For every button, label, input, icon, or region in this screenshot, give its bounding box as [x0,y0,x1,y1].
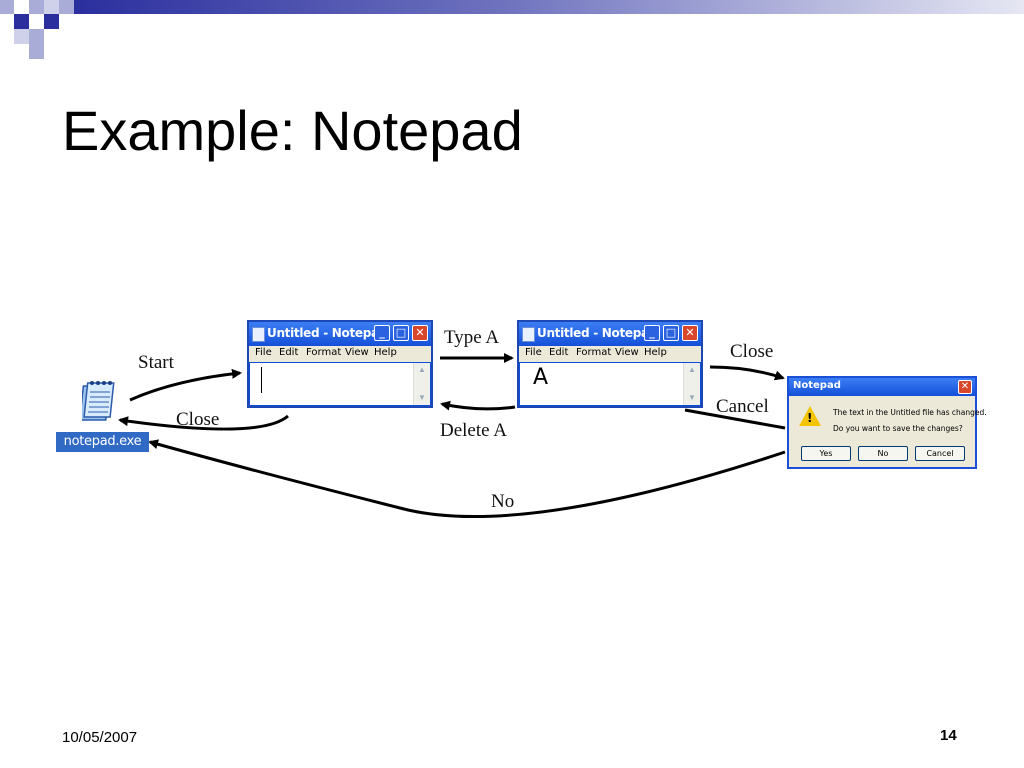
minimize-icon[interactable]: _ [374,325,390,341]
warning-icon [799,406,821,426]
close-arrow-2 [709,365,785,381]
label-no: No [491,491,515,512]
dialog-title-bar[interactable]: Notepad ✕ [789,378,975,396]
notepad-window-typed[interactable]: Untitled - Notepad _ □ ✕ File Edit Forma… [517,320,703,408]
close-icon[interactable]: ✕ [412,325,428,341]
label-start: Start [138,352,174,373]
notepad-icon[interactable] [82,380,116,422]
text-content: A [533,365,549,390]
menu-view[interactable]: View [345,347,369,358]
menu-edit[interactable]: Edit [279,347,299,358]
title-bar[interactable]: Untitled - Notepad _ □ ✕ [519,322,701,346]
menu-file[interactable]: File [525,347,542,358]
maximize-icon[interactable]: □ [393,325,409,341]
menu-bar: File Edit Format View Help [249,346,431,362]
window-title: Untitled - Notepad [267,326,388,340]
start-arrow [129,368,242,402]
window-title: Untitled - Notepad [537,326,658,340]
menu-view[interactable]: View [615,347,639,358]
save-changes-dialog[interactable]: Notepad ✕ ! The text in the Untitled fil… [787,376,987,469]
label-cancel: Cancel [716,396,769,417]
slide-title: Example: Notepad [62,99,523,162]
dialog-message-1: The text in the Untitled file has change… [833,408,987,417]
scroll-up-icon[interactable]: ▲ [688,365,696,374]
menu-file[interactable]: File [255,347,272,358]
menu-bar: File Edit Format View Help [519,346,701,362]
yes-button[interactable]: Yes [801,446,851,461]
notepad-app-icon [252,327,265,342]
notepad-app-icon [522,327,535,342]
maximize-icon[interactable]: □ [663,325,679,341]
scroll-down-icon[interactable]: ▼ [418,393,426,402]
cancel-button[interactable]: Cancel [915,446,965,461]
cancel-arrow [684,408,786,430]
close-icon[interactable]: ✕ [682,325,698,341]
no-button[interactable]: No [858,446,908,461]
footer-date: 10/05/2007 [62,729,138,746]
scroll-up-icon[interactable]: ▲ [418,365,426,374]
label-delete-a: Delete A [440,420,508,441]
page-number: 14 [940,727,957,744]
text-caret [261,367,262,393]
menu-help[interactable]: Help [644,347,667,358]
vertical-scrollbar[interactable]: ▲ ▼ [683,363,700,405]
minimize-icon[interactable]: _ [644,325,660,341]
no-arrow [148,439,786,518]
notepad-window-empty[interactable]: Untitled - Notepad _ □ ✕ File Edit Forma… [247,320,433,408]
warning-mark: ! [807,411,813,425]
title-bar[interactable]: Untitled - Notepad _ □ ✕ [249,322,431,346]
menu-help[interactable]: Help [374,347,397,358]
label-close-2: Close [730,341,774,362]
label-type-a: Type A [444,327,500,348]
delete-a-arrow [440,400,516,411]
exe-label[interactable]: notepad.exe [56,432,149,452]
dialog-message-2: Do you want to save the changes? [833,424,963,433]
menu-format[interactable]: Format [306,347,342,358]
label-close-1: Close [176,409,220,430]
menu-edit[interactable]: Edit [549,347,569,358]
close-arrow-1 [118,414,289,431]
menu-format[interactable]: Format [576,347,612,358]
scroll-down-icon[interactable]: ▼ [688,393,696,402]
close-icon[interactable]: ✕ [958,380,972,394]
text-area[interactable]: ▲ ▼ [250,363,430,405]
dialog-title: Notepad [793,380,841,391]
vertical-scrollbar[interactable]: ▲ ▼ [413,363,430,405]
text-area[interactable]: A ▲ ▼ [520,363,700,405]
